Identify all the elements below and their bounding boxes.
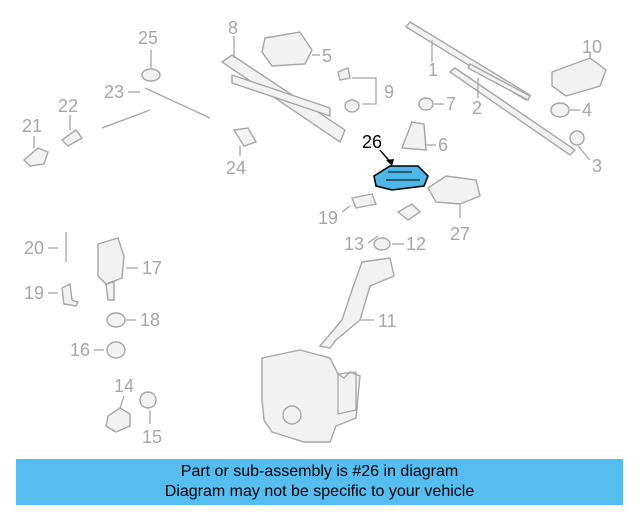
nut-3[interactable] [569,130,591,161]
ring-15[interactable] [139,391,157,424]
callout-25: 25 [138,28,158,48]
callout-22: 22 [58,96,78,116]
info-banner: Part or sub-assembly is #26 in diagram D… [16,459,623,505]
seal-13[interactable] [367,203,422,244]
washer-pump-17[interactable] [97,237,138,301]
callout-24: 24 [226,158,246,178]
bulb-14[interactable] [105,395,131,433]
sensor-19-upper[interactable] [341,193,377,213]
highlighted-part-26[interactable] [373,149,429,191]
callout-26: 26 [362,132,382,152]
callout-19-lower: 19 [24,283,44,303]
callout-16: 16 [70,340,90,360]
callout-14: 14 [114,376,134,396]
callout-10: 10 [582,37,602,57]
callout-1: 1 [428,60,438,80]
callout-27: 27 [450,224,470,244]
callout-20: 20 [24,238,44,258]
hose-20[interactable] [48,232,67,262]
wiper-motor-5[interactable] [261,31,320,67]
callout-23: 23 [104,82,124,102]
callout-11: 11 [378,311,397,331]
grommet-25[interactable] [141,50,161,82]
wiper-arm-2[interactable] [448,63,577,156]
filler-neck-11[interactable] [318,257,395,349]
connector-19-lower[interactable] [48,282,79,307]
grommet-7[interactable] [418,97,444,111]
nozzle-22[interactable] [60,115,84,147]
callout-19-upper: 19 [318,208,338,228]
callout-13: 13 [344,234,364,254]
motor-cover-10[interactable] [551,52,607,97]
connector-24[interactable] [232,127,258,156]
callout-7: 7 [446,94,456,114]
callout-2: 2 [472,98,482,118]
wiper-linkage-8[interactable] [220,36,346,144]
callout-6: 6 [438,135,448,155]
callout-12: 12 [406,234,426,254]
callout-8: 8 [228,18,238,38]
callout-17: 17 [142,258,162,278]
bracket-6[interactable] [401,121,436,151]
nozzle-21[interactable] [22,136,49,167]
banner-line-2: Diagram may not be specific to your vehi… [164,483,475,500]
hose-23[interactable] [101,87,211,129]
callout-15: 15 [142,427,162,447]
grommet-18[interactable] [106,312,136,328]
cover-27[interactable] [427,175,481,218]
cap-4[interactable] [550,102,580,118]
callout-4: 4 [582,100,592,120]
callout-3: 3 [592,156,602,176]
washer-reservoir[interactable] [261,349,361,443]
callout-9: 9 [384,82,394,102]
callout-21: 21 [22,116,42,136]
banner-line-1: Part or sub-assembly is #26 in diagram [180,463,459,480]
bolt-9[interactable] [337,67,377,113]
grommet-16[interactable] [94,341,126,359]
callout-18: 18 [140,310,160,330]
cap-12[interactable] [373,237,404,251]
callout-5: 5 [322,46,332,66]
